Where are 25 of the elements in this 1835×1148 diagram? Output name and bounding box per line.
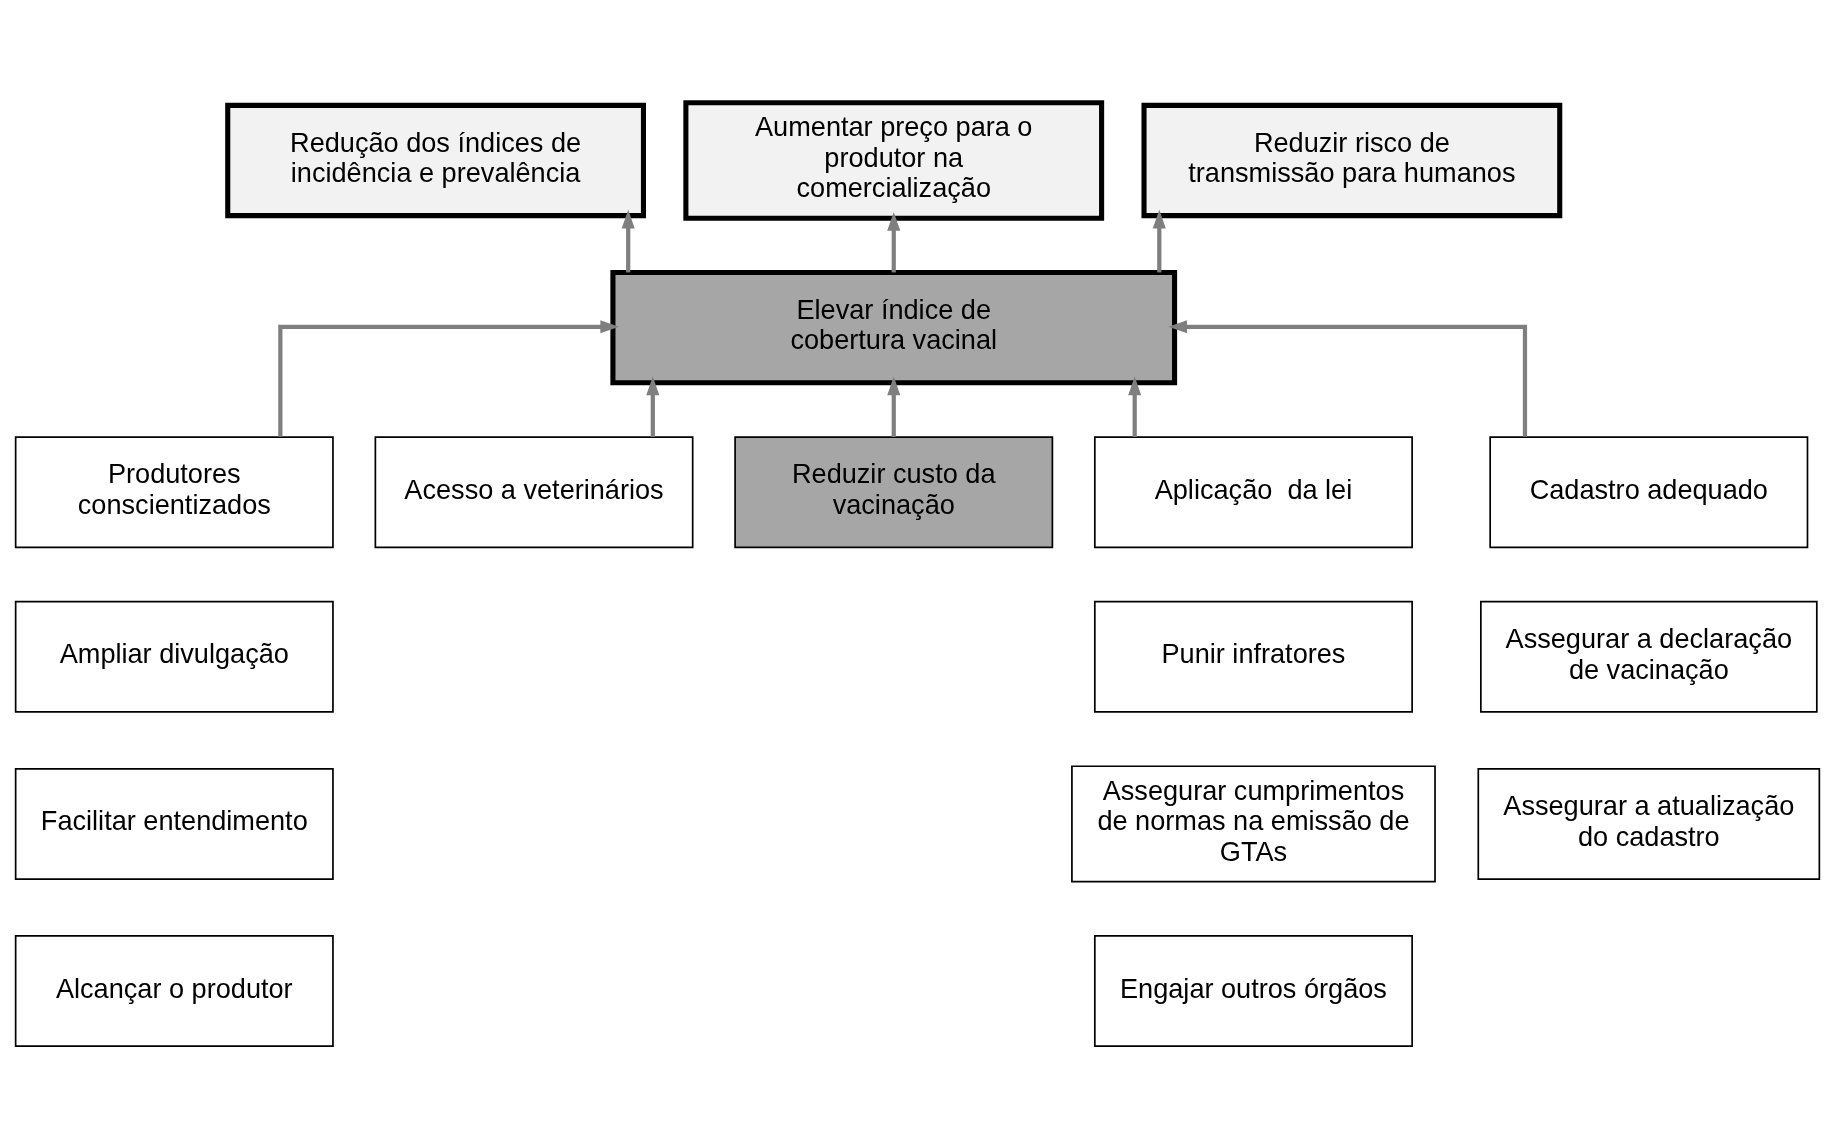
node-box: Aplicação da lei [1093, 435, 1413, 548]
node-box: Alcançar o produtor [14, 934, 334, 1047]
arrow [1168, 319, 1528, 437]
node-box: Cadastro adequado [1489, 435, 1809, 548]
node-box: Punir infratores [1093, 600, 1413, 713]
node-box: Aumentar preço para o produtor na comercialização [683, 99, 1105, 221]
node-box: Redução dos índices de incidência e prevalência [225, 102, 646, 218]
node-box: Assegurar a declaração de vacinação [1480, 600, 1818, 713]
arrow [646, 376, 660, 437]
arrow [278, 319, 620, 437]
node-box: Elevar índice de cobertura vacinal [610, 269, 1178, 385]
node-box: Reduzir risco de transmissão para humanos [1141, 102, 1563, 218]
arrow [887, 376, 901, 437]
arrow [887, 211, 901, 272]
node-box: Ampliar divulgação [14, 600, 334, 713]
arrow [1128, 376, 1142, 437]
node-box: Produtores conscientizados [14, 435, 334, 548]
node-box: Assegurar a atualização do cadastro [1477, 767, 1821, 880]
node-box: Acesso a veterinários [374, 435, 694, 548]
node-box: Facilitar entendimento [14, 767, 334, 880]
arrow [621, 209, 635, 272]
arrow [1152, 209, 1166, 272]
node-box: Engajar outros órgãos [1093, 934, 1413, 1047]
node-box: Assegurar cumprimentos de normas na emissão de GTAs [1071, 764, 1436, 882]
node-box: Reduzir custo da vacinação [734, 435, 1054, 548]
